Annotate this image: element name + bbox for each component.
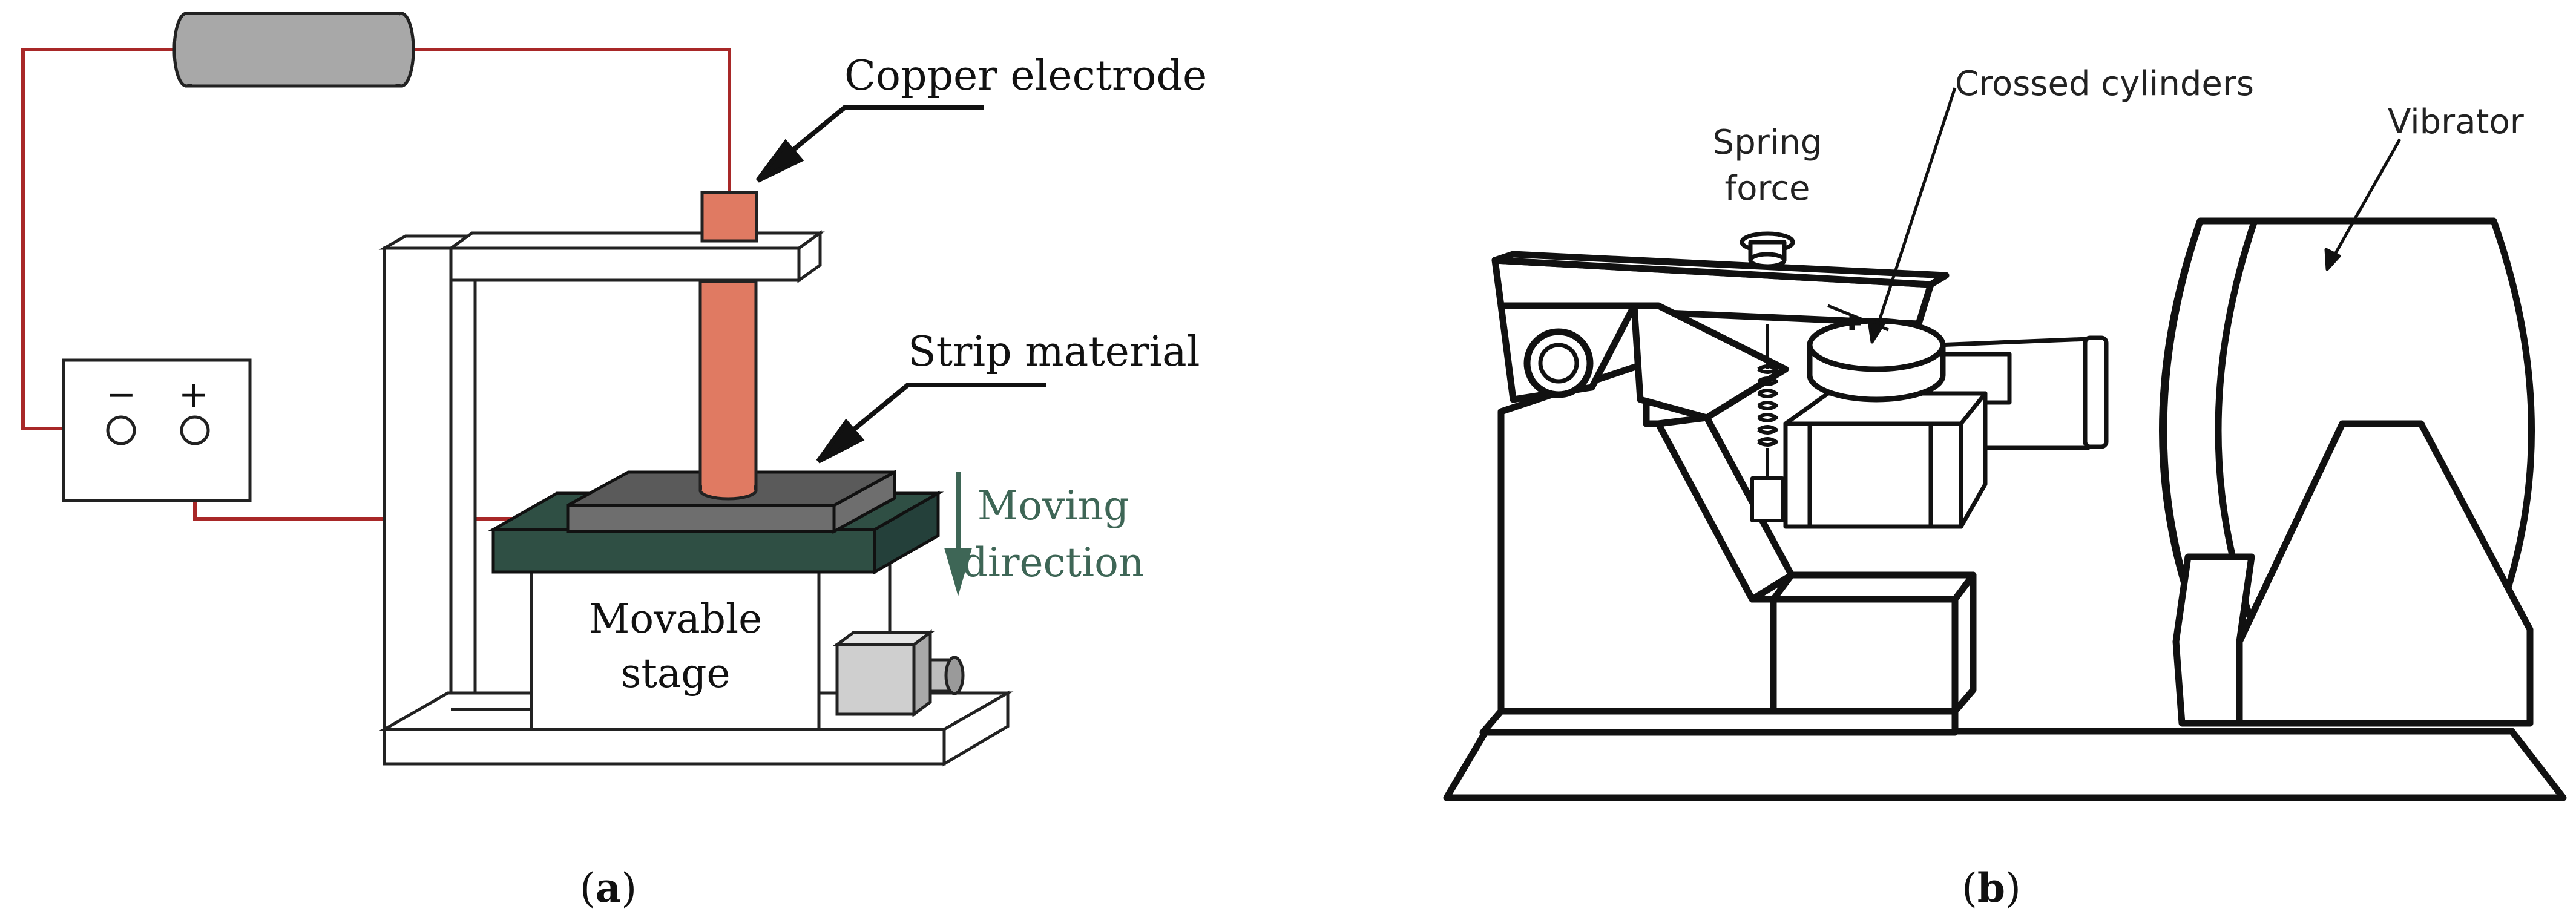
minus-terminal-label: − (106, 373, 136, 416)
strip-label: Strip material (908, 328, 1200, 376)
power-source: − + (62, 358, 252, 502)
panel-a-edm-apparatus: − + Movable st (21, 12, 1207, 912)
vibrator-leader (2324, 138, 2402, 271)
capacitor (172, 12, 415, 88)
panel-b-vibration-rig: Spring force Crossed cylinders Vibrator … (1443, 64, 2567, 912)
right-pedestal (1770, 571, 1977, 715)
crossed-cylinders-label: Crossed cylinders (1955, 64, 2254, 104)
moving-label-line1: Moving (978, 482, 1129, 529)
moving-direction-arrow (944, 472, 972, 596)
spring-force-label-line2: force (1724, 169, 1810, 208)
vibrator-label: Vibrator (2388, 102, 2525, 142)
crossed-cylinders (1807, 304, 1946, 403)
specimen-support (1783, 391, 1988, 529)
minus-terminal (106, 415, 136, 445)
spring-force-label-line1: Spring (1713, 123, 1822, 162)
cylinders-leader (1867, 87, 1957, 344)
plus-terminal (180, 415, 210, 445)
spring-knob (1740, 231, 1795, 269)
spring-assembly (1750, 324, 1784, 522)
stage-label-line1: Movable (589, 596, 762, 642)
panel-b-caption: (b) (1962, 864, 2021, 912)
electrode-label: Copper electrode (844, 52, 1207, 100)
strip-leader (816, 383, 1046, 464)
rig-base-plate (1443, 728, 2567, 801)
stage-label-line2: stage (620, 650, 730, 697)
copper-electrode (698, 191, 758, 501)
rig-main-frame (1479, 360, 1959, 736)
moving-label-line2: direction (962, 539, 1145, 586)
wire-capacitor-to-electrode (406, 48, 731, 194)
electrode-leader (755, 105, 984, 183)
vibrator-stand (2172, 420, 2534, 727)
lever-arm (1491, 251, 1950, 421)
stage-motor (832, 629, 965, 717)
panel-a-caption: (a) (580, 864, 637, 912)
plus-terminal-label: + (179, 373, 209, 416)
